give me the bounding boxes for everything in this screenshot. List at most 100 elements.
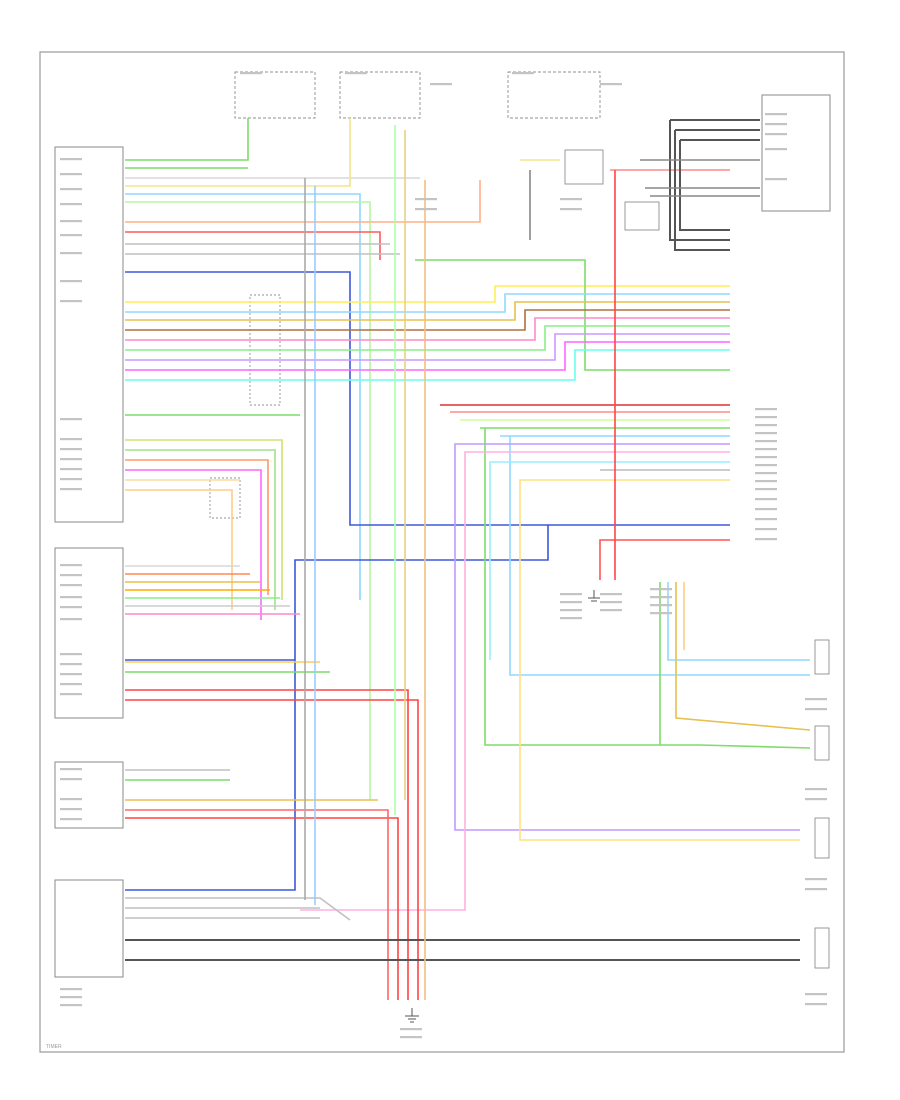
- label-tick-13: [60, 468, 82, 471]
- label-tick-7: [60, 280, 82, 283]
- ground-symbol-2: [588, 590, 600, 602]
- wire-25: [125, 459, 269, 595]
- label-tick-14: [60, 478, 82, 481]
- label-tick-73: [415, 208, 437, 211]
- label-tick-22: [60, 653, 82, 656]
- wire-16: [125, 309, 730, 331]
- wire-77: [675, 582, 811, 731]
- label-tick-69: [512, 72, 534, 75]
- fuse-block-outline: [54, 761, 124, 829]
- label-tick-54: [755, 528, 777, 531]
- label-tick-57: [650, 596, 672, 599]
- label-tick-62: [560, 609, 582, 612]
- wire-35: [300, 451, 730, 911]
- wire-28: [125, 489, 233, 610]
- fuse-box-b-outline: [339, 71, 421, 119]
- ground-symbol: [405, 1008, 419, 1023]
- label-tick-17: [60, 574, 82, 577]
- label-tick-21: [60, 618, 82, 621]
- label-tick-31: [60, 818, 82, 821]
- label-tick-40: [755, 408, 777, 411]
- label-tick-0: [60, 158, 82, 161]
- wire-40: [125, 689, 409, 1000]
- switch-outline: [624, 201, 660, 231]
- speaker-4-outline: [814, 927, 830, 969]
- label-tick-83: [805, 1003, 827, 1006]
- wire-10: [125, 271, 549, 891]
- label-tick-59: [650, 612, 672, 615]
- speaker-2-outline: [814, 725, 830, 761]
- wire-0: [125, 118, 249, 161]
- label-tick-24: [60, 673, 82, 676]
- wire-36: [489, 461, 730, 660]
- label-tick-34: [60, 1004, 82, 1007]
- wire-4: [125, 193, 361, 600]
- ground-module-outline: [54, 879, 124, 978]
- wire-18: [125, 325, 730, 351]
- label-tick-64: [600, 593, 622, 596]
- wire-39: [599, 539, 730, 580]
- label-tick-19: [60, 596, 82, 599]
- label-tick-75: [560, 208, 582, 211]
- label-tick-35: [765, 113, 787, 116]
- label-tick-30: [60, 808, 82, 811]
- label-tick-16: [60, 564, 82, 567]
- wire-19: [125, 333, 730, 361]
- label-tick-58: [650, 604, 672, 607]
- label-tick-71: [600, 83, 622, 86]
- label-tick-20: [60, 606, 82, 609]
- label-tick-77: [805, 708, 827, 711]
- label-tick-53: [755, 518, 777, 521]
- wire-12: [125, 285, 730, 303]
- speaker-3-outline: [814, 817, 830, 859]
- label-tick-25: [60, 683, 82, 686]
- wire-3: [125, 118, 351, 187]
- label-tick-51: [755, 498, 777, 501]
- wire-7: [125, 231, 381, 260]
- label-tick-56: [650, 588, 672, 591]
- label-tick-28: [60, 778, 82, 781]
- fuse-box-c-outline: [507, 71, 601, 119]
- label-tick-12: [60, 458, 82, 461]
- wire-37: [519, 479, 800, 841]
- amplifier-module-outline: [54, 547, 124, 719]
- label-tick-79: [805, 798, 827, 801]
- label-tick-42: [755, 424, 777, 427]
- wire-20: [125, 341, 730, 371]
- label-tick-84: [400, 1028, 422, 1031]
- label-tick-85: [400, 1036, 422, 1039]
- label-tick-41: [755, 416, 777, 419]
- label-tick-49: [755, 480, 777, 483]
- speaker-1-outline: [814, 639, 830, 675]
- label-tick-11: [60, 448, 82, 451]
- label-tick-29: [60, 798, 82, 801]
- label-tick-38: [765, 148, 787, 151]
- label-tick-48: [755, 472, 777, 475]
- label-tick-39: [765, 178, 787, 181]
- label-tick-76: [805, 698, 827, 701]
- label-tick-18: [60, 584, 82, 587]
- control-module-outline: [761, 94, 831, 212]
- label-tick-74: [560, 198, 582, 201]
- label-tick-44: [755, 440, 777, 443]
- corner-label: TIMER: [46, 1044, 62, 1050]
- label-tick-82: [805, 993, 827, 996]
- wire-34: [454, 443, 800, 831]
- label-tick-60: [560, 593, 582, 596]
- label-tick-72: [415, 198, 437, 201]
- wire-layer: [125, 118, 811, 1000]
- wire-23: [125, 439, 283, 600]
- label-tick-layer: [60, 72, 827, 1039]
- wire-21: [125, 349, 730, 381]
- label-tick-5: [60, 234, 82, 237]
- wire-70: [674, 130, 730, 251]
- connector-block-2: [209, 477, 241, 519]
- label-tick-26: [60, 693, 82, 696]
- label-tick-55: [755, 538, 777, 541]
- label-tick-65: [600, 601, 622, 604]
- wire-17: [125, 317, 730, 341]
- label-tick-36: [765, 123, 787, 126]
- label-tick-46: [755, 456, 777, 459]
- wire-13: [415, 259, 730, 371]
